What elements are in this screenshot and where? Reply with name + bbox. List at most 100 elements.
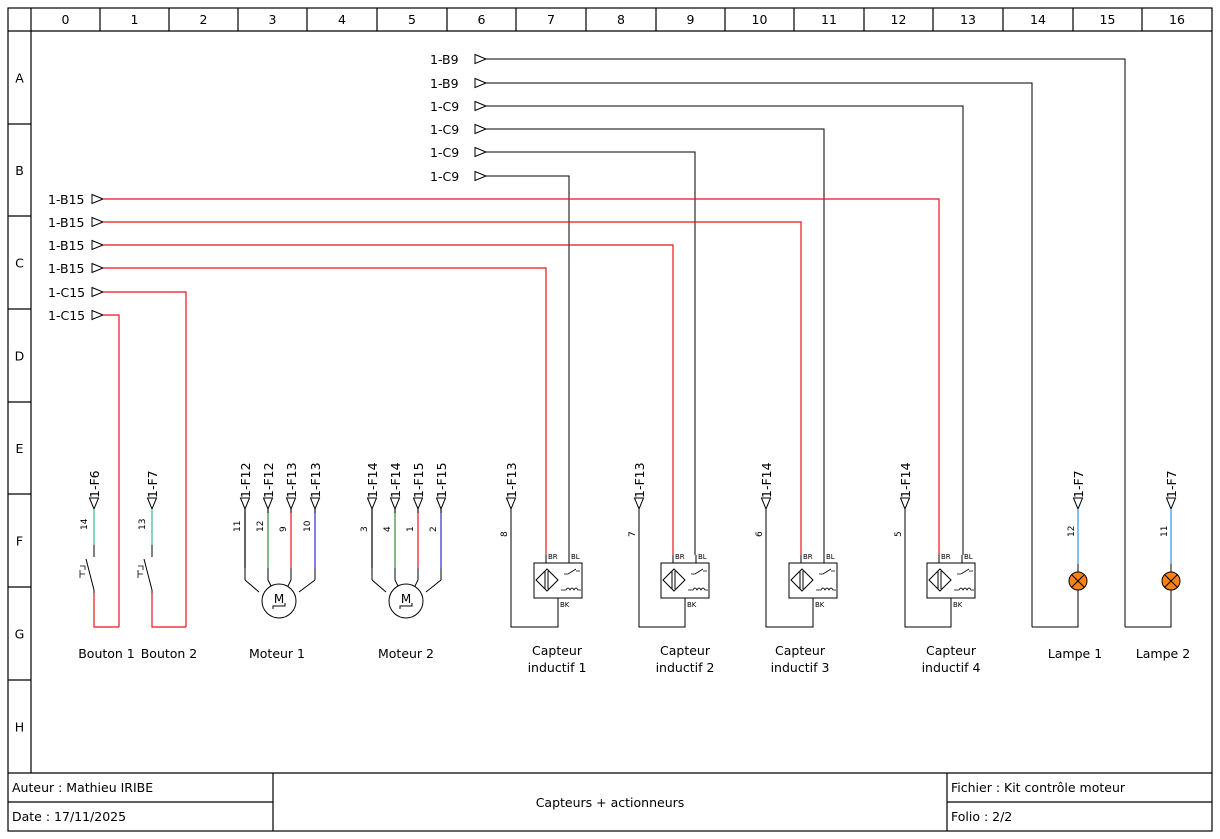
column-label: 6	[478, 12, 486, 27]
terminal-reference: 1-F6	[87, 470, 102, 498]
pin-label: BK	[687, 601, 697, 609]
reference-arrow-icon	[474, 77, 488, 89]
top-reference: 1-C9	[430, 145, 696, 555]
reference-arrow-icon	[1072, 497, 1084, 511]
wire-number: 7	[628, 531, 638, 537]
component-label: Capteur	[532, 643, 583, 658]
column-label: 4	[338, 12, 346, 27]
switch-contact-icon	[819, 568, 835, 575]
wire	[103, 267, 547, 555]
terminal-reference: 1-F13	[284, 462, 299, 498]
row-label: B	[15, 163, 24, 178]
pin-label: BL	[826, 553, 835, 561]
row-label: F	[16, 534, 23, 549]
reference-arrow-icon	[262, 497, 274, 511]
column-label: 1	[131, 12, 139, 27]
reference-arrow-icon	[633, 497, 645, 511]
reference-arrow-icon	[899, 497, 911, 511]
reference-label: 1-C9	[430, 99, 459, 114]
file-label: Fichier : Kit contrôle moteur	[951, 780, 1126, 795]
top-reference-group: 1-B91-B91-C91-C91-C91-C9	[430, 52, 1126, 627]
reference-arrow-icon	[285, 497, 297, 511]
reference-label: 1-B15	[48, 238, 85, 253]
switch-contact-icon	[85, 558, 95, 591]
wire	[1032, 590, 1079, 628]
left-reference: 1-B15	[48, 238, 674, 555]
reference-arrow-icon	[91, 262, 105, 274]
column-label: 3	[269, 12, 277, 27]
component-label: Capteur	[660, 643, 711, 658]
wire-number: 4	[383, 526, 393, 532]
component-label: Moteur 2	[378, 646, 434, 661]
wire-number: 12	[1067, 526, 1077, 537]
wire	[103, 291, 187, 627]
wire	[486, 58, 1126, 627]
reference-arrow-icon	[91, 216, 105, 228]
component-label: inductif 1	[528, 660, 587, 675]
reference-label: 1-B15	[48, 192, 85, 207]
reference-arrow-icon	[88, 497, 100, 511]
motor-symbol-letter: M	[401, 592, 411, 606]
reference-label: 1-C9	[430, 145, 459, 160]
wire-number: 11	[1160, 526, 1170, 537]
reference-label: 1-B15	[48, 261, 85, 276]
inductive-sensor-icon	[535, 568, 559, 592]
terminal-reference: 1-F13	[504, 462, 519, 498]
pin-label: BR	[548, 553, 558, 561]
component-label: Moteur 1	[249, 646, 305, 661]
column-label: 15	[1100, 12, 1116, 27]
inductive-sensor-icon	[662, 568, 686, 592]
terminal-reference: 1-F15	[434, 462, 449, 498]
pin-label: BL	[571, 553, 580, 561]
motor-symbol-icon	[261, 583, 297, 619]
column-label: 14	[1030, 12, 1046, 27]
reference-arrow-icon	[91, 239, 105, 251]
wire-number: 9	[279, 526, 289, 532]
component-label: Capteur	[926, 643, 977, 658]
sheet-title: Capteurs + actionneurs	[536, 795, 685, 810]
terminal-reference: 1-F12	[238, 462, 253, 498]
row-label: G	[15, 627, 25, 642]
row-label: E	[16, 441, 24, 456]
wire-number: 12	[256, 521, 266, 532]
wire	[103, 314, 120, 627]
inductive-sensor-icon	[790, 568, 814, 592]
row-label: D	[15, 349, 25, 364]
left-reference: 1-C15	[48, 308, 120, 627]
reference-arrow-icon	[412, 497, 424, 511]
reference-arrow-icon	[91, 309, 105, 321]
row-label: A	[15, 71, 24, 86]
reference-arrow-icon	[239, 497, 251, 511]
terminal-reference: 1-F12	[261, 462, 276, 498]
wire	[103, 198, 940, 555]
reference-arrow-icon	[1165, 497, 1177, 511]
wire	[486, 151, 696, 555]
row-label: H	[15, 720, 24, 735]
component-label: inductif 4	[922, 660, 981, 675]
left-reference: 1-B15	[48, 192, 940, 555]
wire	[151, 593, 186, 628]
terminal-reference: 1-F15	[411, 462, 426, 498]
column-label: 12	[891, 12, 907, 27]
reference-label: 1-C15	[48, 308, 85, 323]
coil-icon	[561, 587, 581, 591]
reference-arrow-icon	[309, 497, 321, 511]
wire-number: 14	[80, 518, 90, 530]
pin-label: BK	[560, 601, 570, 609]
terminal-reference: 1-F7	[1071, 470, 1086, 498]
reference-arrow-icon	[760, 497, 772, 511]
reference-label: 1-C9	[430, 122, 459, 137]
top-reference: 1-B9	[430, 52, 1126, 627]
column-label: 5	[408, 12, 416, 27]
switch-contact-icon	[957, 568, 973, 575]
